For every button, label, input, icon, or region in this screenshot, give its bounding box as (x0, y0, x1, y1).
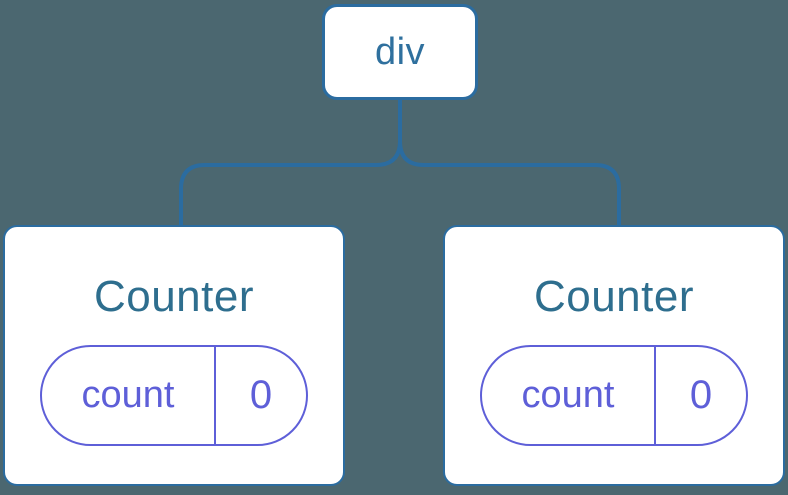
tree-node-counter-right: Counter count 0 (443, 225, 785, 486)
connector-left-branch (179, 98, 402, 225)
connector-right-branch (398, 98, 621, 225)
root-node-label: div (374, 31, 426, 73)
state-value: 0 (249, 373, 273, 417)
pill-divider (214, 347, 216, 444)
tree-node-div: div (322, 4, 478, 100)
component-name: Counter (93, 272, 255, 321)
state-key: count (81, 374, 175, 416)
component-name: Counter (533, 272, 695, 321)
state-key: count (521, 374, 615, 416)
pill-divider (654, 347, 656, 444)
state-pill: count 0 (480, 345, 748, 446)
tree-node-counter-left: Counter count 0 (3, 225, 345, 486)
state-value: 0 (689, 373, 713, 417)
state-pill: count 0 (40, 345, 308, 446)
